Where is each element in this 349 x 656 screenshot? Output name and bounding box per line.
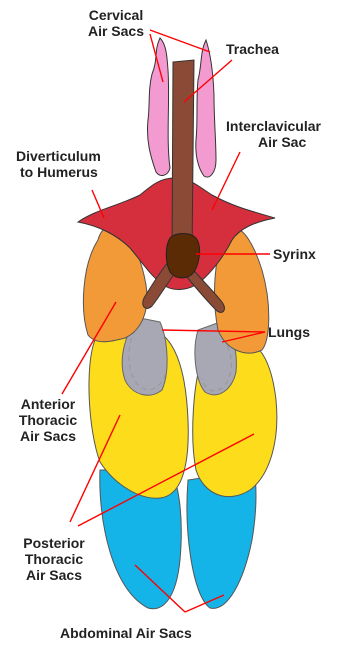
label-lungs-line-1: Lungs — [268, 324, 310, 340]
label-posterior-line-3: Air Sacs — [10, 567, 98, 583]
label-diverticulum-line-2: to Humerus — [16, 164, 101, 180]
label-diverticulum-line-1: Diverticulum — [16, 148, 101, 164]
trachea — [172, 60, 194, 255]
label-lungs: Lungs — [268, 324, 310, 340]
label-posterior-line-1: Posterior — [10, 535, 98, 551]
label-syrinx-line-1: Syrinx — [273, 246, 316, 262]
label-posterior-line-2: Thoracic — [10, 551, 98, 567]
label-anterior-line-1: Anterior — [4, 396, 92, 412]
label-cervical-line-1: Cervical — [80, 7, 152, 23]
label-interclavicular-line-1: Interclavicular — [226, 118, 321, 134]
label-interclavicular-air-sac: Interclavicular Air Sac — [226, 118, 321, 150]
cervical-air-sac-right — [196, 40, 216, 177]
label-abdominal-air-sacs: Abdominal Air Sacs — [60, 625, 192, 641]
label-cervical-line-2: Air Sacs — [80, 23, 152, 39]
label-interclavicular-line-2: Air Sac — [226, 134, 321, 150]
label-trachea: Trachea — [226, 41, 279, 57]
label-anterior-line-3: Air Sacs — [4, 428, 92, 444]
label-abdominal-line-1: Abdominal Air Sacs — [60, 625, 192, 641]
syrinx — [166, 234, 199, 279]
cervical-air-sac-left — [147, 38, 170, 175]
label-syrinx: Syrinx — [273, 246, 316, 262]
label-diverticulum-to-humerus: Diverticulum to Humerus — [16, 148, 101, 180]
label-cervical-air-sacs: Cervical Air Sacs — [80, 7, 152, 39]
label-anterior-line-2: Thoracic — [4, 412, 92, 428]
label-posterior-thoracic-air-sacs: Posterior Thoracic Air Sacs — [10, 535, 98, 583]
label-anterior-thoracic-air-sacs: Anterior Thoracic Air Sacs — [4, 396, 92, 444]
label-trachea-line-1: Trachea — [226, 41, 279, 57]
